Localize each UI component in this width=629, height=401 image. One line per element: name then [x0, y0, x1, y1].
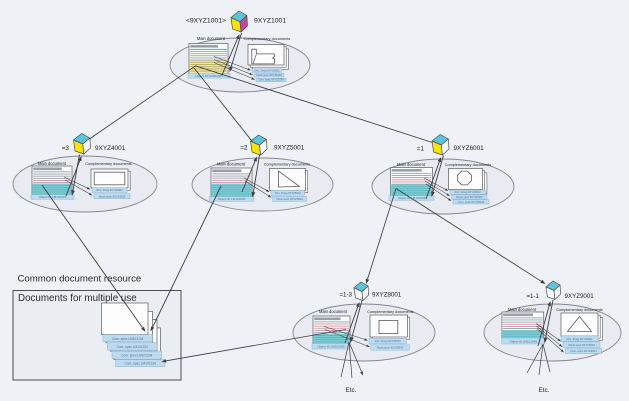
svg-text:Complementary documents: Complementary documents: [85, 162, 132, 166]
svg-text:Object ID LM101045: Object ID LM101045: [195, 74, 223, 78]
svg-text:Stock spec 9XYZ9003: Stock spec 9XYZ9003: [568, 343, 595, 347]
svg-text:Dim. Drwg 9XYZ8002: Dim. Drwg 9XYZ8002: [375, 339, 401, 343]
svg-text:Dim. Drwg 9XYZ9002: Dim. Drwg 9XYZ9002: [567, 337, 593, 341]
svg-text:Com. spec LM101234: Com. spec LM101234: [121, 353, 152, 357]
svg-text:Stock spec 9XYZ6003: Stock spec 9XYZ6003: [456, 195, 483, 199]
svg-text:Object ID LM101045: Object ID LM101045: [39, 195, 67, 199]
svg-text:Documents for multiple use: Documents for multiple use: [18, 293, 137, 304]
svg-text:9XYZ1001: 9XYZ1001: [254, 17, 286, 24]
svg-text:Complementary documents: Complementary documents: [445, 163, 492, 167]
svg-text:Stock spec 9XYZ5003: Stock spec 9XYZ5003: [276, 197, 303, 201]
svg-text:Dim. Drwg 9XYZ6002: Dim. Drwg 9XYZ6002: [455, 190, 481, 194]
svg-text:Main document: Main document: [319, 309, 348, 314]
svg-text:9XYZ5001: 9XYZ5001: [274, 145, 305, 152]
svg-text:Dim. Drwg 9XYZ1002: Dim. Drwg 9XYZ1002: [254, 68, 280, 72]
svg-text:Object ID LM101045: Object ID LM101045: [218, 197, 246, 201]
svg-text:Com. spec LM101234: Com. spec LM101234: [125, 362, 156, 366]
svg-text:Complementary documents: Complementary documents: [264, 163, 311, 167]
svg-text:9XYZ9001: 9XYZ9001: [565, 293, 595, 300]
svg-text:Com. spec 9XYZ9004: Com. spec 9XYZ9004: [570, 349, 597, 353]
svg-text:=1-3: =1-3: [339, 292, 352, 299]
svg-text:Main document: Main document: [397, 162, 426, 167]
svg-text:Main document: Main document: [508, 307, 537, 312]
svg-text:Complementary documents: Complementary documents: [556, 308, 603, 312]
svg-text:Etc.: Etc.: [539, 387, 550, 394]
svg-text:Com. spec LM101234: Com. spec LM101234: [117, 345, 148, 349]
svg-text:Stock spec 9XYZ1003: Stock spec 9XYZ1003: [256, 73, 282, 77]
svg-text:Main document: Main document: [197, 36, 226, 41]
svg-text:Main document: Main document: [38, 161, 67, 166]
svg-text:=1-1: =1-1: [526, 293, 539, 300]
svg-text:=2: =2: [240, 145, 248, 152]
svg-text:Object ID LM101045: Object ID LM101045: [398, 196, 426, 200]
svg-text:Object ID LM101045: Object ID LM101045: [317, 345, 345, 349]
svg-text:9XYZ6001: 9XYZ6001: [454, 145, 485, 152]
svg-text:Etc.: Etc.: [346, 387, 357, 394]
svg-text:Com. spec 9XYZ1004: Com. spec 9XYZ1004: [258, 78, 284, 82]
svg-text:=3: =3: [62, 145, 70, 152]
svg-text:Complementary documents: Complementary documents: [367, 310, 414, 314]
svg-text:Stock spec 9XYZ8003: Stock spec 9XYZ8003: [377, 346, 404, 350]
svg-text:Dim. Drwg 9XYZ4002: Dim. Drwg 9XYZ4002: [97, 188, 123, 192]
svg-text:Complementary documents: Complementary documents: [244, 37, 291, 41]
svg-text:Com. spec 9XYZ6004: Com. spec 9XYZ6004: [458, 200, 485, 204]
svg-text:9XYZ4001: 9XYZ4001: [95, 145, 126, 152]
svg-text:Object ID LM101045: Object ID LM101045: [509, 339, 537, 343]
svg-text:Stock spec 9XYZ4003: Stock spec 9XYZ4003: [99, 194, 126, 198]
svg-text:Main document: Main document: [217, 162, 246, 167]
svg-text:=1: =1: [417, 146, 425, 153]
svg-text:Dim. Drwg 9XYZ5002: Dim. Drwg 9XYZ5002: [275, 191, 301, 195]
svg-text:<9XYZ1001>: <9XYZ1001>: [186, 17, 226, 24]
svg-text:9XYZ8001: 9XYZ8001: [372, 292, 402, 299]
svg-text:Com. spec LM101234: Com. spec LM101234: [112, 337, 143, 341]
svg-text:Common document resource: Common document resource: [18, 274, 142, 285]
